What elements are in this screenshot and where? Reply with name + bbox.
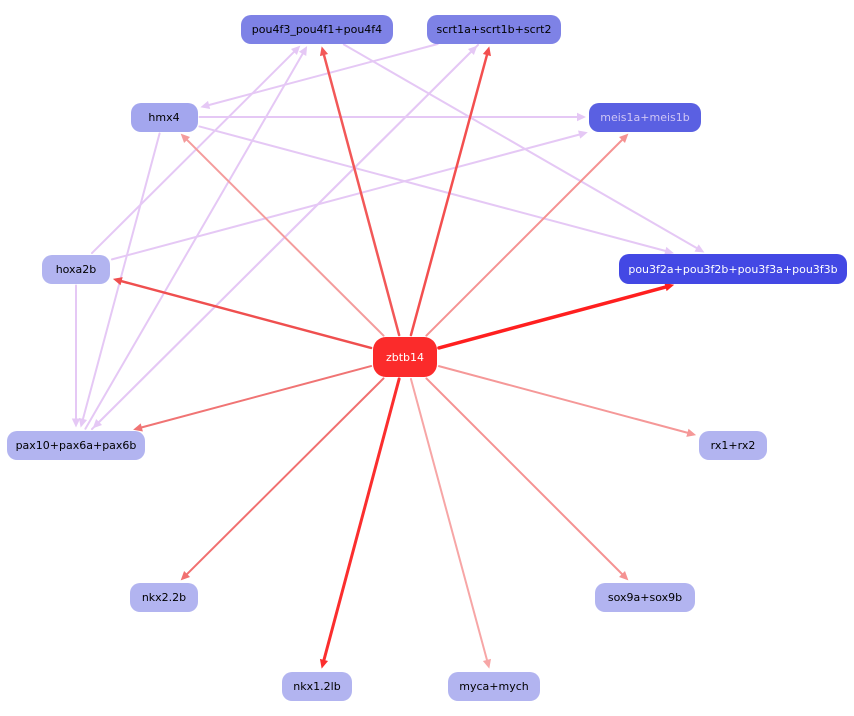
node-pou4f3_pou4f1-pou4f4[interactable]: pou4f3_pou4f1+pou4f4	[241, 14, 393, 44]
node-label: pou3f2a+pou3f2b+pou3f3a+pou3f3b	[628, 262, 838, 276]
arrowhead-icon	[319, 658, 329, 669]
edge-zbtb14-to-scrt1a-scrt1b-scrt2	[409, 53, 489, 337]
node-label: hoxa2b	[55, 262, 97, 276]
node-pax10-pax6a-pax6b[interactable]: pax10+pax6a+pax6b	[7, 430, 145, 460]
node-label: nkx2.2b	[141, 590, 187, 604]
node-label: scrt1a+scrt1b+scrt2	[436, 22, 552, 36]
arrowhead-icon	[482, 46, 491, 57]
edge-zbtb14-to-sox9a-sox9b	[425, 377, 624, 576]
node-label: rx1+rx2	[710, 438, 756, 452]
arrowhead-icon	[619, 571, 629, 581]
node-sox9a-sox9b[interactable]: sox9a+sox9b	[595, 582, 695, 612]
node-label: nkx1.2lb	[293, 679, 341, 693]
edge-zbtb14-to-hmx4	[186, 138, 385, 337]
arrowhead-icon	[578, 130, 588, 139]
arrowhead-icon	[78, 417, 88, 428]
node-label: sox9a+sox9b	[607, 590, 683, 604]
arrowhead-icon	[71, 418, 81, 428]
edge-zbtb14-to-pou3f2a-pou3f2b-pou3f3a-pou3f3b	[437, 285, 668, 350]
edge-hoxa2b-to-pou4f3_pou4f1-pou4f4	[90, 50, 295, 255]
arrowhead-icon	[298, 46, 308, 56]
arrowhead-icon	[92, 419, 103, 429]
arrowhead-icon	[482, 658, 491, 669]
edge-zbtb14-to-meis1a-meis1b	[425, 138, 624, 337]
edge-zbtb14-to-pou4f3_pou4f1-pou4f4	[322, 53, 401, 337]
node-meis1a-meis1b[interactable]: meis1a+meis1b	[589, 102, 701, 132]
arrowhead-icon	[577, 112, 586, 122]
edge-scrt1a-scrt1b-scrt2-to-pax10-pax6a-pax6b	[98, 43, 480, 424]
node-label: pax10+pax6a+pax6b	[15, 438, 137, 452]
arrowhead-icon	[686, 428, 697, 437]
edge-zbtb14-to-pax10-pax6a-pax6b	[140, 365, 373, 429]
arrowhead-icon	[112, 277, 123, 286]
node-nkx1.2lb[interactable]: nkx1.2lb	[282, 671, 352, 701]
edge-zbtb14-to-myca-mych	[409, 377, 488, 661]
arrowhead-icon	[664, 246, 674, 255]
edge-hmx4-to-pou3f2a-pou3f2b-pou3f3a-pou3f3b	[198, 125, 667, 252]
node-myca-mych[interactable]: myca+mych	[448, 671, 540, 701]
arrowhead-icon	[664, 283, 675, 292]
node-nkx2.2b[interactable]: nkx2.2b	[130, 582, 198, 612]
node-label: hmx4	[148, 110, 180, 124]
edge-hoxa2b-to-meis1a-meis1b	[110, 133, 581, 261]
arrowhead-icon	[180, 571, 191, 581]
node-label: meis1a+meis1b	[600, 110, 690, 124]
edge-zbtb14-to-nkx1.2lb	[322, 377, 401, 662]
edge-scrt1a-scrt1b-scrt2-to-hmx4	[208, 43, 439, 106]
edge-zbtb14-to-nkx2.2b	[186, 377, 385, 576]
edge-hmx4-to-pax10-pax6a-pax6b	[81, 132, 161, 420]
node-rx1-rx2[interactable]: rx1+rx2	[699, 430, 767, 460]
arrowhead-icon	[619, 133, 629, 143]
node-hmx4[interactable]: hmx4	[130, 102, 198, 132]
node-label: myca+mych	[459, 679, 529, 693]
node-pou3f2a-pou3f2b-pou3f3a-pou3f3b[interactable]: pou3f2a+pou3f2b+pou3f3a+pou3f3b	[619, 254, 847, 284]
node-label: pou4f3_pou4f1+pou4f4	[251, 22, 383, 36]
arrowhead-icon	[180, 133, 191, 143]
arrowhead-icon	[290, 45, 301, 55]
arrowhead-icon	[694, 244, 705, 253]
edge-pou4f3_pou4f1-pou4f4-to-pou3f2a-pou3f2b-pou3f3a-pou3f3b	[342, 43, 698, 250]
node-scrt1a-scrt1b-scrt2[interactable]: scrt1a+scrt1b+scrt2	[427, 14, 561, 44]
node-label: zbtb14	[385, 350, 425, 364]
arrowhead-icon	[200, 100, 211, 110]
arrowhead-icon	[319, 46, 329, 57]
node-hoxa2b[interactable]: hoxa2b	[42, 254, 110, 284]
edge-zbtb14-to-hoxa2b	[120, 279, 373, 350]
node-zbtb14[interactable]: zbtb14	[373, 337, 437, 377]
edge-zbtb14-to-rx1-rx2	[437, 365, 689, 434]
arrowhead-icon	[133, 423, 143, 432]
